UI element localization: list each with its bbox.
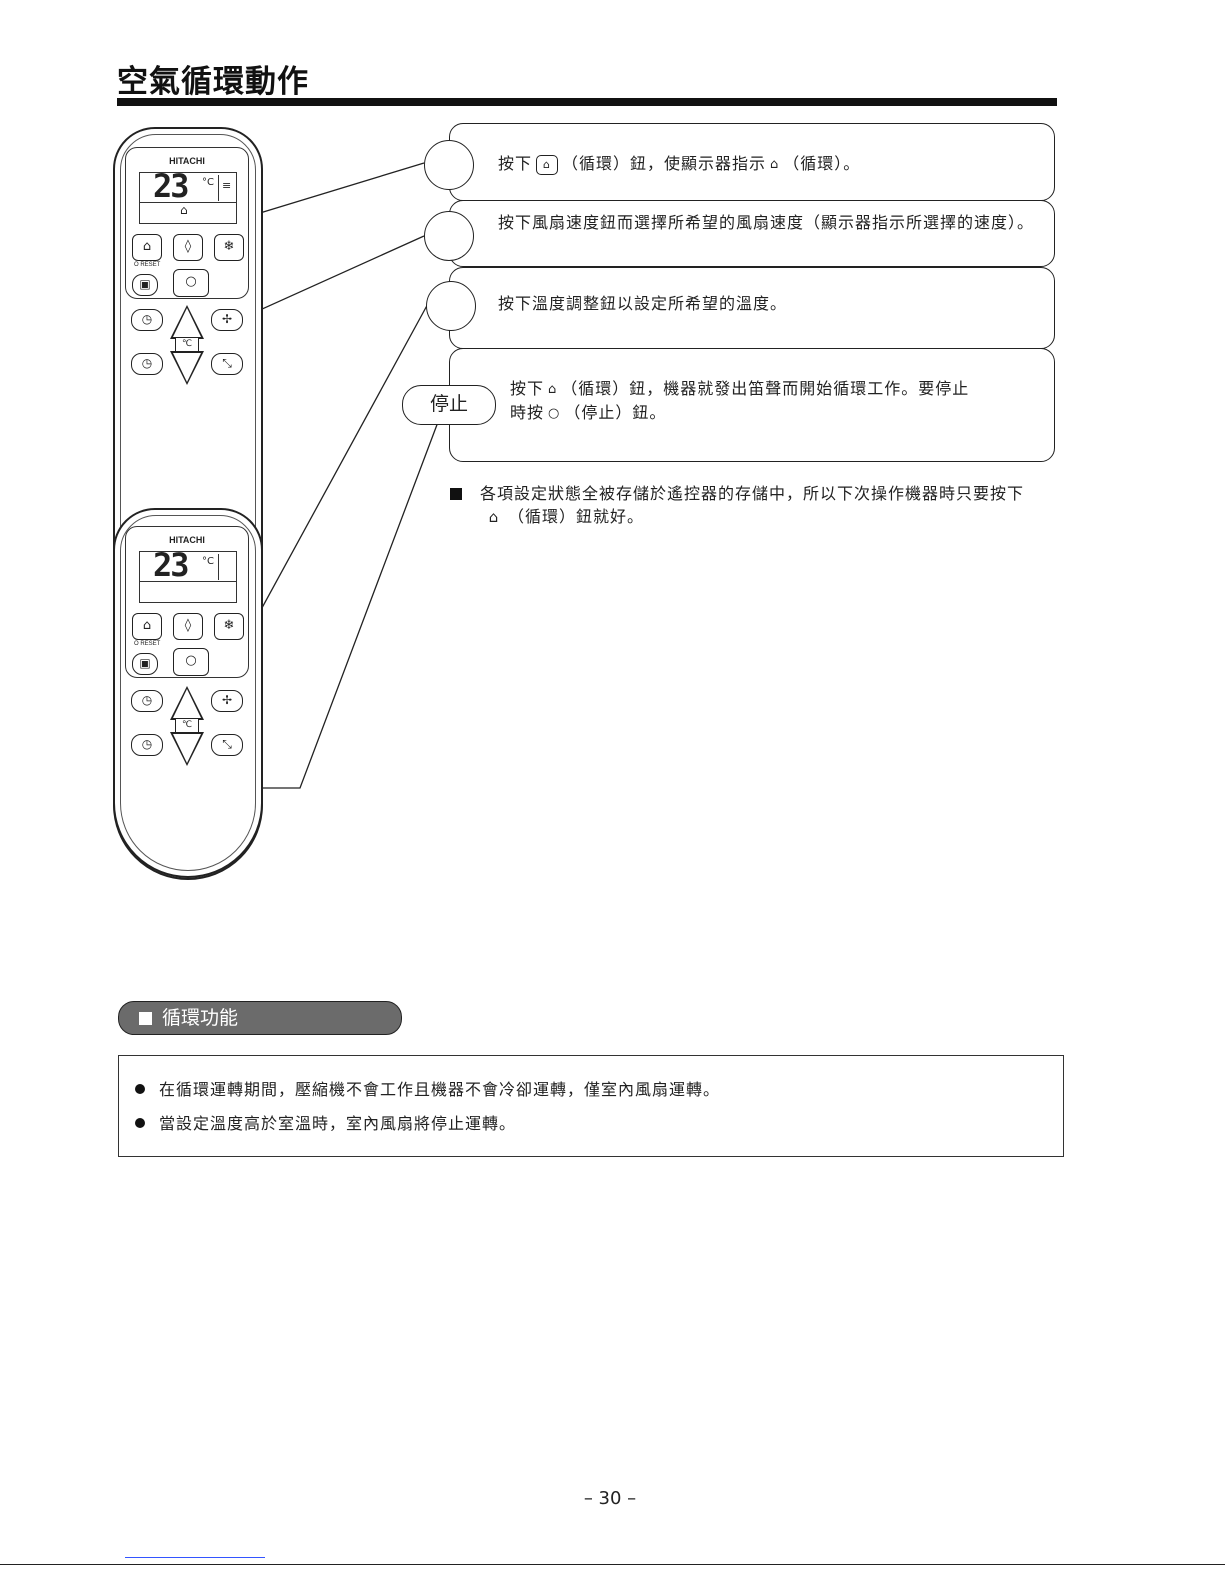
brand-logo: HITACHI <box>169 156 205 166</box>
clock-button[interactable]: ◷ <box>131 309 163 331</box>
dry-button[interactable]: ◊ <box>173 234 203 261</box>
temperature-readout: 23 <box>153 167 190 205</box>
step-1-box: 按下⌂（循環）鈕，使顯示器指示⌂（循環）。 <box>449 123 1055 201</box>
section-header: 循環功能 <box>118 1001 402 1035</box>
fan-speed-button[interactable]: ✢ <box>211 309 243 331</box>
step-3-circle <box>426 281 476 331</box>
stop-button[interactable]: ○ <box>173 269 209 297</box>
temp-up-button[interactable] <box>170 686 204 720</box>
timer-button[interactable]: ◷ <box>131 353 163 375</box>
title-rule <box>117 98 1057 106</box>
fan-speed-indicator-icon: ≡ <box>222 179 232 192</box>
page-title: 空氣循環動作 <box>117 64 309 100</box>
brand-logo: HITACHI <box>169 535 205 545</box>
circulate-indicator-icon: ⌂ <box>180 203 188 217</box>
step-2-text: 按下風扇速度鈕而選擇所希望的風扇速度（顯示器指示所選擇的速度）。 <box>498 213 1035 232</box>
swing-button[interactable]: ⤡ <box>211 353 243 375</box>
step-2-circle <box>424 211 474 261</box>
temperature-unit: °C <box>202 556 214 567</box>
reset-label: O RESET <box>134 262 161 268</box>
temp-label: ℃ <box>175 718 199 733</box>
dry-button[interactable]: ◊ <box>173 613 203 640</box>
lcd-display: 23 °C <box>139 546 237 603</box>
footer-rule <box>0 1564 1225 1565</box>
memory-note: 各項設定狀態全被存儲於遙控器的存儲中，所以下次操作機器時只要按下⌂（循環）鈕就好… <box>450 482 1050 528</box>
temp-down-button[interactable] <box>170 732 204 766</box>
fan-speed-button[interactable]: ✢ <box>211 690 243 712</box>
circulate-button-icon: ⌂ <box>536 154 559 175</box>
temp-up-button[interactable] <box>170 305 204 339</box>
section-title: 循環功能 <box>162 1007 239 1029</box>
select-button[interactable]: ▣ <box>132 653 158 675</box>
circulate-indicator-icon: ⌂ <box>770 157 780 172</box>
remote-control-bottom: HITACHI 23 °C ⌂ ◊ ❄ O RESET ▣ ○ ◷ ✢ ℃ ◷ … <box>113 508 263 878</box>
stop-icon: ○ <box>548 406 561 421</box>
step-3-box: 按下溫度調整鈕以設定所希望的溫度。 <box>449 267 1055 349</box>
step-stop-text: 按下⌂（循環）鈕，機器就發出笛聲而開始循環工作。要停止 時按○（停止）鈕。 <box>510 377 1042 425</box>
function-box: 在循環運轉期間，壓縮機不會工作且機器不會冷卻運轉，僅室內風扇運轉。 當設定溫度高… <box>118 1055 1064 1157</box>
footer-link-underline[interactable] <box>125 1557 265 1558</box>
section-square-icon <box>139 1012 152 1025</box>
temp-down-button[interactable] <box>170 351 204 385</box>
reset-label: O RESET <box>134 641 161 647</box>
cool-button[interactable]: ❄ <box>214 234 244 261</box>
cool-button[interactable]: ❄ <box>214 613 244 640</box>
remote-top-panel: HITACHI 23 °C ≡ ⌂ ⌂ ◊ ❄ O RESET ▣ ○ <box>125 147 249 299</box>
select-button[interactable]: ▣ <box>132 274 158 296</box>
circulate-icon: ⌂ <box>488 507 500 526</box>
stop-label: 停止 <box>402 385 496 425</box>
list-item: 當設定溫度高於室溫時，室內風扇將停止運轉。 <box>135 1110 516 1134</box>
step-1-circle <box>424 140 474 190</box>
swing-button[interactable]: ⤡ <box>211 734 243 756</box>
step-1-text: 按下⌂（循環）鈕，使顯示器指示⌂（循環）。 <box>498 152 1042 176</box>
temp-label: ℃ <box>175 337 199 352</box>
leader-line-2 <box>239 235 425 320</box>
circulate-button[interactable]: ⌂ <box>132 234 162 261</box>
clock-button[interactable]: ◷ <box>131 690 163 712</box>
timer-button[interactable]: ◷ <box>131 734 163 756</box>
lcd-display: 23 °C ≡ ⌂ <box>139 167 237 224</box>
temperature-readout: 23 <box>153 546 190 584</box>
step-3-text: 按下溫度調整鈕以設定所希望的溫度。 <box>498 294 788 313</box>
list-item: 在循環運轉期間，壓縮機不會工作且機器不會冷卻運轉，僅室內風扇運轉。 <box>135 1076 720 1100</box>
circulate-icon: ⌂ <box>548 382 558 397</box>
circulate-button[interactable]: ⌂ <box>132 613 162 640</box>
step-2-box: 按下風扇速度鈕而選擇所希望的風扇速度（顯示器指示所選擇的速度）。 <box>449 200 1055 267</box>
page-number: – 30 – <box>583 1488 637 1509</box>
temperature-unit: °C <box>202 177 214 188</box>
note-bullet-square <box>450 488 462 500</box>
step-stop-box: 按下⌂（循環）鈕，機器就發出笛聲而開始循環工作。要停止 時按○（停止）鈕。 <box>449 348 1055 462</box>
remote-bottom-panel: HITACHI 23 °C ⌂ ◊ ❄ O RESET ▣ ○ <box>125 526 249 678</box>
stop-button[interactable]: ○ <box>173 648 209 676</box>
